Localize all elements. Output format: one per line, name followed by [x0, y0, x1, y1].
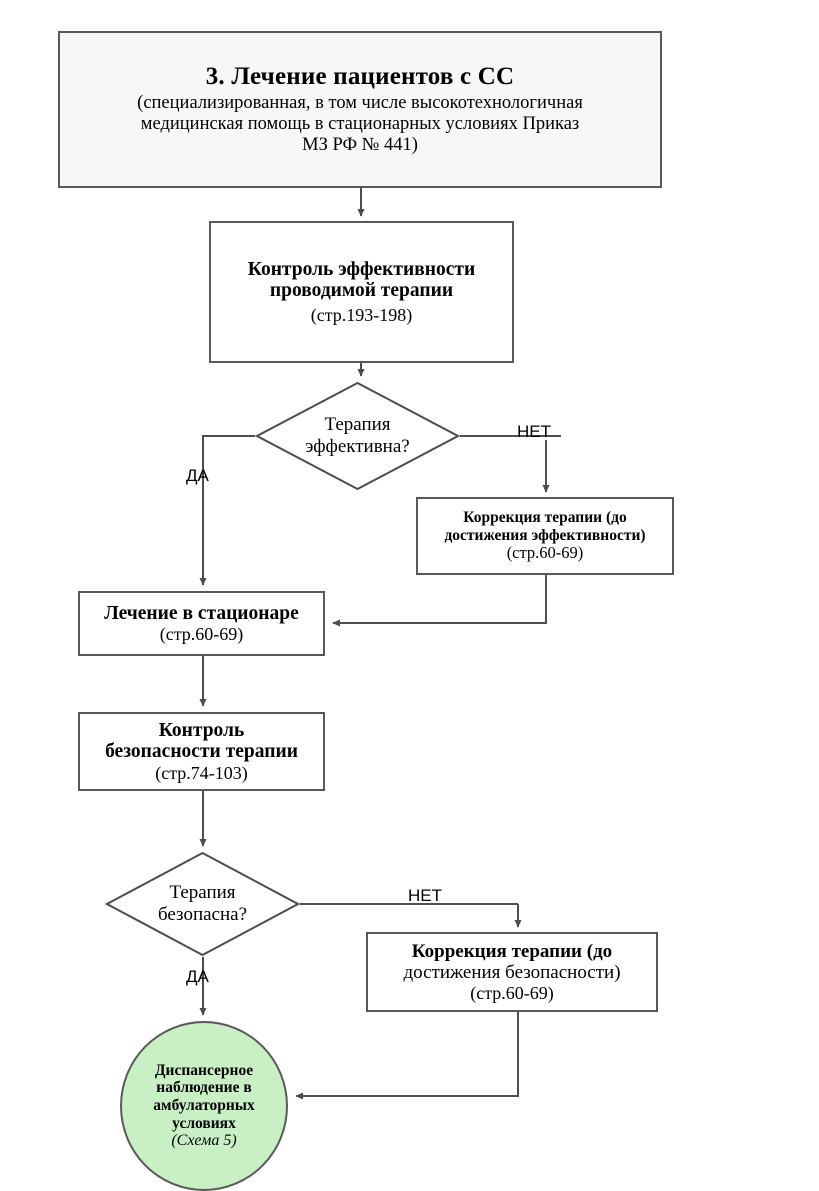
- decision-safety-line1: Терапия: [169, 881, 236, 903]
- efficacy-control-line2: проводимой терапии: [269, 280, 454, 302]
- safety-control-line1: Контроль: [158, 719, 245, 741]
- node-decision-safety[interactable]: Терапия безопасна?: [105, 851, 300, 957]
- correction-safety-pages: (стр.60-69): [470, 983, 554, 1004]
- dispensary-line3: амбулаторных: [153, 1096, 255, 1114]
- correction-efficacy-line1: Коррекция терапии (до: [463, 509, 627, 527]
- node-dispensary-observation[interactable]: Диспансерное наблюдение в амбулаторных у…: [120, 1021, 288, 1191]
- node-safety-control[interactable]: Контроль безопасности терапии (стр.74-10…: [78, 712, 325, 791]
- edge-label-yes-efficacy: ДА: [186, 466, 209, 485]
- node-header[interactable]: 3. Лечение пациентов с СС (специализиров…: [58, 31, 662, 188]
- hospital-treatment-pages: (стр.60-69): [159, 624, 244, 645]
- diamond-shape-safety: [105, 851, 300, 957]
- diamond-shape-efficacy: [255, 381, 460, 491]
- correction-safety-line1: Коррекция терапии (до: [411, 940, 613, 962]
- header-subtitle-line3: МЗ РФ № 441): [302, 134, 418, 155]
- correction-efficacy-line2: достижения эффективности): [444, 526, 646, 544]
- node-correction-safety[interactable]: Коррекция терапии (до достижения безопас…: [366, 932, 658, 1012]
- node-efficacy-control[interactable]: Контроль эффективности проводимой терапи…: [209, 221, 514, 363]
- edge-label-no-safety: НЕТ: [408, 886, 442, 905]
- edge-yes-efficacy: [199, 435, 255, 586]
- edge-correction1-feedback: [332, 575, 547, 627]
- efficacy-control-pages: (стр.193-198): [310, 305, 413, 326]
- node-correction-efficacy[interactable]: Коррекция терапии (до достижения эффекти…: [416, 497, 674, 575]
- correction-efficacy-pages: (стр.60-69): [506, 543, 584, 563]
- hospital-treatment-line1: Лечение в стационаре: [104, 602, 299, 624]
- correction-safety-line2: достижения безопасности): [403, 961, 621, 983]
- decision-efficacy-line1: Терапия: [324, 413, 391, 435]
- edge-correction2-feedback: [295, 1012, 519, 1100]
- header-title: 3. Лечение пациентов с СС: [205, 63, 515, 91]
- node-hospital-treatment[interactable]: Лечение в стационаре (стр.60-69): [78, 591, 325, 656]
- efficacy-control-line1: Контроль эффективности: [247, 258, 476, 280]
- node-decision-efficacy[interactable]: Терапия эффективна?: [255, 381, 460, 491]
- dispensary-line2: наблюдение в: [156, 1079, 252, 1097]
- edge-label-yes-safety: ДА: [186, 967, 209, 986]
- dispensary-ref: (Схема 5): [171, 1132, 237, 1150]
- decision-safety-line2: безопасна?: [157, 904, 248, 925]
- header-subtitle-line1: (специализированная, в том числе высокот…: [137, 93, 583, 114]
- safety-control-pages: (стр.74-103): [155, 762, 248, 783]
- dispensary-line1: Диспансерное: [154, 1061, 254, 1079]
- safety-control-line2: безопасности терапии: [105, 741, 298, 763]
- header-subtitle-line2: медицинская помощь в стационарных услови…: [140, 114, 580, 135]
- decision-efficacy-line2: эффективна?: [305, 436, 410, 457]
- dispensary-line4: условиях: [172, 1114, 236, 1132]
- edge-label-no-efficacy: НЕТ: [517, 422, 551, 441]
